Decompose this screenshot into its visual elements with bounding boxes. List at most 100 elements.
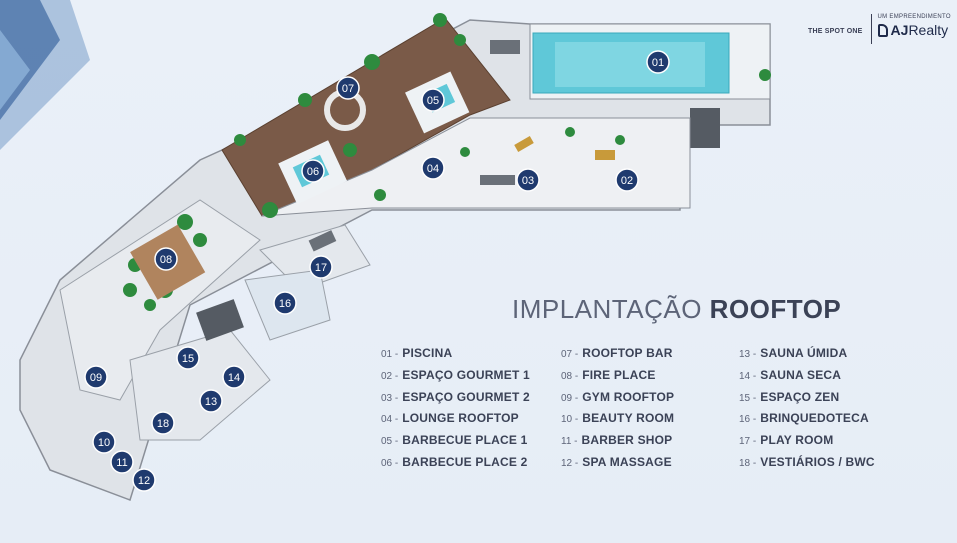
legend-label: LOUNGE ROOFTOP [402, 411, 519, 426]
marker-label: 11 [116, 457, 127, 469]
marker-label: 18 [157, 418, 169, 430]
legend-number: 02 - [381, 370, 399, 382]
legend-item: 08 - FIRE PLACE [561, 367, 656, 383]
legend-label: ESPAÇO ZEN [760, 389, 840, 404]
legend-item: 16 - BRINQUEDOTECA [739, 410, 869, 426]
company-bold: AJ [890, 22, 909, 38]
legend-label: BARBECUE PLACE 1 [402, 433, 528, 448]
legend-number: 09 - [561, 392, 579, 404]
marker-label: 17 [315, 262, 327, 274]
legend-item: 02 - ESPAÇO GOURMET 1 [381, 367, 530, 383]
legend-number: 04 - [381, 414, 399, 426]
marker-label: 15 [182, 353, 194, 365]
marker-label: 08 [160, 254, 172, 266]
legend-label: ROOFTOP BAR [582, 346, 673, 360]
legend-number: 06 - [381, 458, 399, 469]
title-light: IMPLANTAÇÃO [512, 294, 710, 324]
marker-circle [154, 247, 178, 271]
marker-circle [336, 76, 360, 100]
legend-item: 18 - VESTIÁRIOS / BWC [739, 454, 875, 470]
marker-label: 16 [279, 298, 291, 310]
marker-circle [132, 468, 156, 492]
legend-number: 15 - [739, 392, 757, 404]
marker-circle [84, 365, 108, 389]
marker-circle [222, 365, 246, 389]
legend-number: 05 - [381, 436, 399, 448]
legend-item: 06 - BARBECUE PLACE 2 [381, 454, 527, 470]
legend-label: FIRE PLACE [582, 367, 656, 382]
title-bold: ROOFTOP [709, 294, 842, 324]
marker-circle [421, 88, 445, 112]
marker-circle [92, 430, 116, 454]
page-title: IMPLANTAÇÃO ROOFTOP [512, 294, 841, 325]
company-light: Realty [908, 22, 949, 38]
legend-item: 13 - SAUNA ÚMIDA [739, 345, 847, 361]
legend-label: SAUNA ÚMIDA [760, 346, 848, 360]
legend-item: 09 - GYM ROOFTOP [561, 389, 674, 405]
marker-label: 02 [621, 175, 633, 187]
decorative-corner [0, 0, 90, 150]
plants [123, 13, 771, 311]
legend-label: BEAUTY ROOM [582, 411, 675, 426]
legend-number: 17 - [739, 436, 757, 448]
legend-label: BARBECUE PLACE 2 [402, 455, 528, 469]
legend-label: BRINQUEDOTECA [760, 411, 869, 426]
legend-item: 04 - LOUNGE ROOFTOP [381, 410, 519, 426]
marker-circle [646, 50, 670, 74]
legend-number: 12 - [561, 458, 579, 469]
marker-circle [273, 291, 297, 315]
marker-circle [516, 168, 540, 192]
legend-number: 18 - [739, 458, 757, 469]
marker-circle [615, 168, 639, 192]
marker-circle [110, 450, 134, 474]
marker-circle [301, 159, 325, 183]
legend-label: GYM ROOFTOP [582, 389, 675, 404]
marker-label: 10 [98, 437, 110, 449]
legend-item: 03 - ESPAÇO GOURMET 2 [381, 389, 530, 405]
marker-circle [309, 255, 333, 279]
legend-item: 15 - ESPAÇO ZEN [739, 389, 839, 405]
marker-circle [421, 156, 445, 180]
marker-label: 14 [228, 372, 240, 384]
legend-item: 07 - ROOFTOP BAR [561, 345, 673, 361]
legend-number: 03 - [381, 392, 399, 404]
legend-number: 01 - [381, 349, 399, 360]
legend-number: 14 - [739, 370, 757, 382]
legend-item: 11 - BARBER SHOP [561, 432, 672, 448]
legend-number: 07 - [561, 349, 579, 360]
legend-label: SPA MASSAGE [582, 455, 672, 469]
legend-item: 12 - SPA MASSAGE [561, 454, 672, 470]
marker-circle [151, 411, 175, 435]
legend-label: PISCINA [402, 346, 453, 360]
brand-tagline: UM EMPREENDIMENTO [877, 14, 951, 20]
marker-label: 07 [342, 83, 354, 95]
legend-item: 05 - BARBECUE PLACE 1 [381, 432, 527, 448]
marker-label: 12 [138, 475, 150, 487]
aj-logo-icon [877, 23, 888, 37]
marker-label: 13 [205, 396, 217, 408]
marker-label: 04 [427, 163, 439, 175]
legend-label: VESTIÁRIOS / BWC [760, 455, 875, 469]
legend-number: 16 - [739, 414, 757, 426]
marker-label: 09 [90, 372, 102, 384]
spot-label: THE SPOT ONE [808, 28, 863, 35]
legend-label: ESPAÇO GOURMET 1 [402, 367, 530, 382]
marker-label: 01 [652, 57, 664, 69]
legend-number: 11 - [561, 436, 578, 448]
legend-label: BARBER SHOP [581, 433, 673, 448]
marker-label: 06 [307, 166, 319, 178]
marker-label: 03 [522, 175, 534, 187]
legend-number: 08 - [561, 370, 579, 382]
legend-label: ESPAÇO GOURMET 2 [402, 389, 530, 404]
legend-item: 14 - SAUNA SECA [739, 367, 841, 383]
legend-label: SAUNA SECA [760, 367, 842, 382]
marker-circle [176, 346, 200, 370]
floor-outline [19, 17, 771, 501]
legend-number: 10 - [561, 414, 579, 426]
legend-item: 17 - PLAY ROOM [739, 432, 833, 448]
